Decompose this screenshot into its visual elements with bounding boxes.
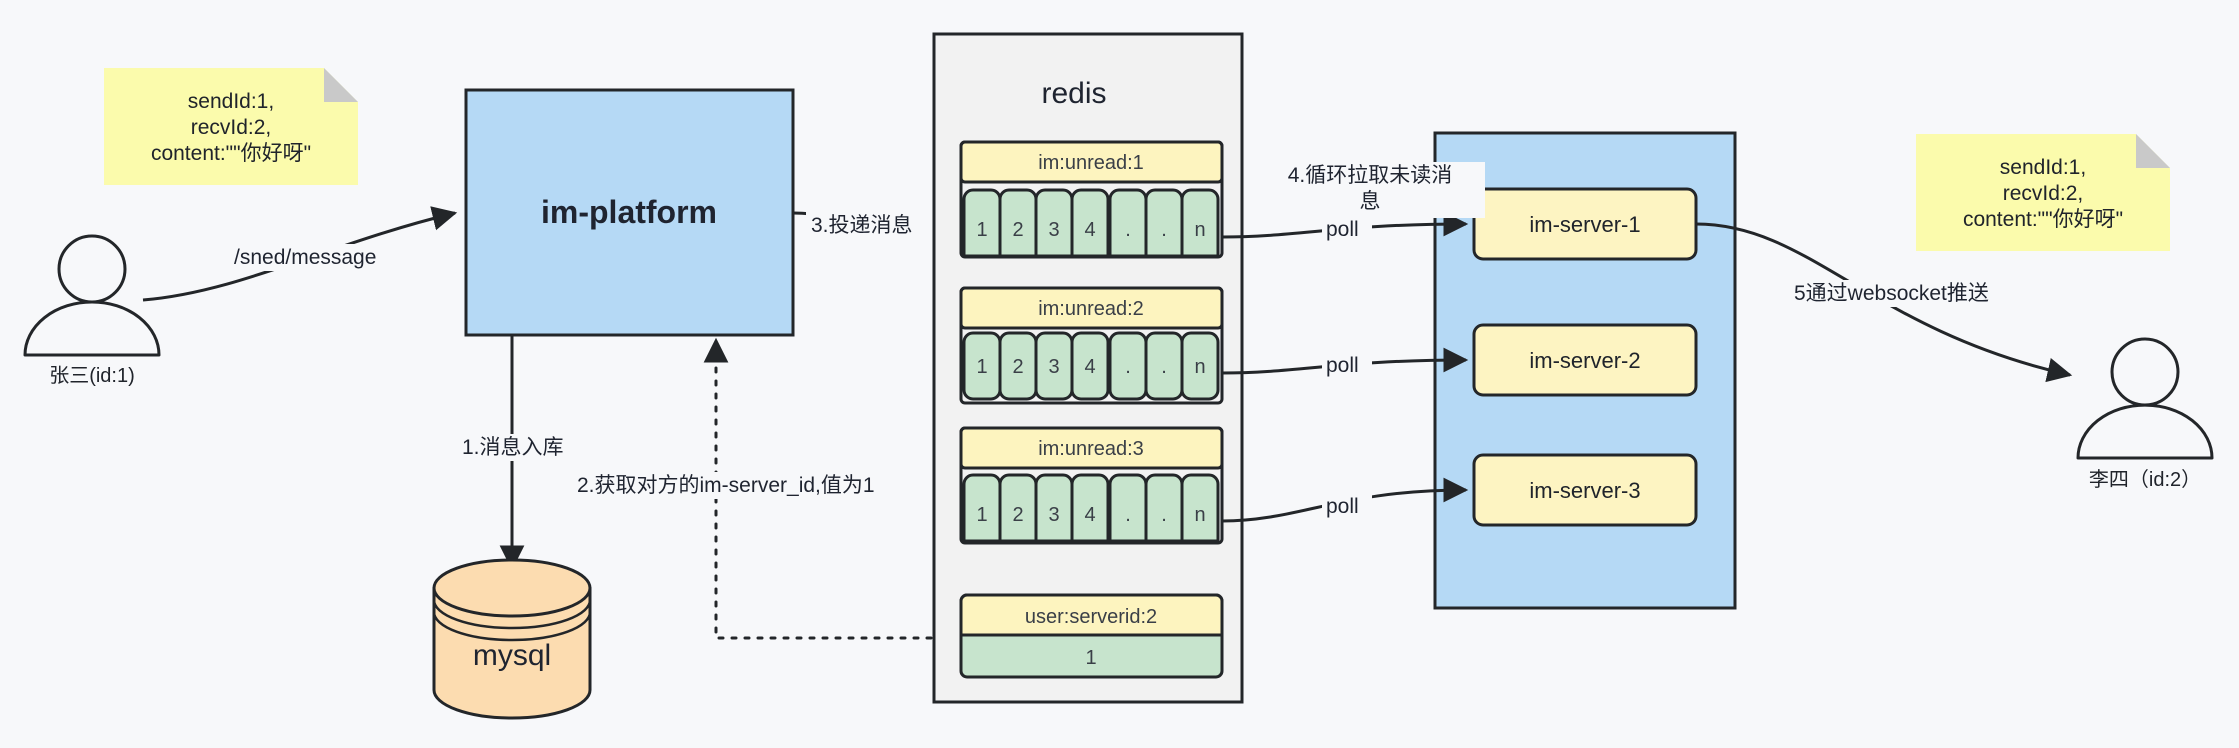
redis-key-block-3[interactable]: im:unread:3 1 2 3 4 . . n xyxy=(959,426,1224,545)
redis-cell: . xyxy=(1125,219,1131,241)
redis-cell: . xyxy=(1161,219,1167,241)
redis-cells-3: 1 2 3 4 . . n xyxy=(962,473,1220,543)
redis-cell: 1 xyxy=(976,504,987,526)
node-im-platform[interactable]: im-platform xyxy=(464,88,795,337)
note-left-line-2: recvId:2, xyxy=(191,116,272,139)
redis-cells-2: 1 2 3 4 . . n xyxy=(962,331,1220,401)
redis-user-serverid-block[interactable]: user:serverid:2 1 xyxy=(959,593,1224,679)
node-redis-label: redis xyxy=(1041,77,1106,110)
redis-cell: . xyxy=(1125,356,1131,378)
note-left: sendId:1, recvId:2, content:""你好呀" xyxy=(104,68,358,185)
redis-user-serverid-value: 1 xyxy=(1085,647,1096,669)
redis-key-label-3: im:unread:3 xyxy=(1038,438,1144,460)
edge-label-poll-1: poll xyxy=(1326,218,1359,241)
redis-user-serverid-key: user:serverid:2 xyxy=(1025,606,1157,628)
node-im-server-3-label: im-server-3 xyxy=(1529,478,1640,503)
node-mysql[interactable]: mysql xyxy=(432,558,592,720)
redis-cell: 3 xyxy=(1048,504,1059,526)
redis-cell: 2 xyxy=(1012,504,1023,526)
edge-step1: 1.消息入库 xyxy=(457,335,589,571)
edge-label-step5: 5通过websocket推送 xyxy=(1794,282,1989,305)
actor-sender: 张三(id:1) xyxy=(23,234,161,387)
note-right-line-1: sendId:1, xyxy=(2000,156,2086,179)
redis-key-block-2[interactable]: im:unread:2 1 2 3 4 . . n xyxy=(959,286,1224,405)
edge-label-poll-2: poll xyxy=(1326,354,1359,377)
redis-cell: 4 xyxy=(1084,219,1095,241)
redis-cell: n xyxy=(1194,504,1205,526)
redis-cell: . xyxy=(1161,504,1167,526)
actor-sender-label: 张三(id:1) xyxy=(49,364,135,387)
actor-receiver-label: 李四（id:2） xyxy=(2089,468,2201,491)
node-im-server-2-label: im-server-2 xyxy=(1529,348,1640,373)
edge-label-step4-line2: 息 xyxy=(1360,190,1381,213)
note-left-line-3: content:""你好呀" xyxy=(151,142,311,165)
node-im-server-3[interactable]: im-server-3 xyxy=(1472,453,1698,527)
redis-cell: 1 xyxy=(976,219,987,241)
edge-label-step2: 2.获取对方的im-server_id,值为1 xyxy=(577,474,875,497)
edge-label-step3: 3.投递消息 xyxy=(811,214,913,237)
redis-cells-1: 1 2 3 4 . . n xyxy=(962,188,1220,258)
edge-step3: 3.投递消息 xyxy=(792,211,959,250)
note-left-line-1: sendId:1, xyxy=(188,90,274,113)
redis-cell: 4 xyxy=(1084,504,1095,526)
edge-step5: 5通过websocket推送 xyxy=(1695,222,2073,383)
edge-label-step4-line1: 4.循环拉取未读消 xyxy=(1288,164,1453,187)
note-right-line-2: recvId:2, xyxy=(2003,182,2084,205)
edge-label-poll-3: poll xyxy=(1326,495,1359,518)
redis-cell: . xyxy=(1161,356,1167,378)
node-mysql-label: mysql xyxy=(473,639,551,672)
node-im-server-1[interactable]: im-server-1 xyxy=(1472,187,1698,261)
redis-cell: 2 xyxy=(1012,219,1023,241)
node-im-server-1-label: im-server-1 xyxy=(1529,212,1640,237)
edge-poll-2: poll xyxy=(1221,347,1469,379)
redis-key-label-2: im:unread:2 xyxy=(1038,298,1144,320)
edge-step2: 2.获取对方的im-server_id,值为1 xyxy=(572,337,959,640)
edge-poll-3: poll xyxy=(1221,477,1469,523)
redis-key-label-1: im:unread:1 xyxy=(1038,152,1144,174)
redis-cell: 4 xyxy=(1084,356,1095,378)
edge-label-step1: 1.消息入库 xyxy=(462,436,564,459)
redis-key-block-1[interactable]: im:unread:1 1 2 3 4 . . n xyxy=(959,140,1224,259)
edge-label-send-message: /sned/message xyxy=(234,246,376,269)
edge-poll-1: 4.循环拉取未读消 息 poll xyxy=(1221,162,1485,243)
note-right: sendId:1, recvId:2, content:""你好呀" xyxy=(1916,134,2170,251)
edge-send-message: /sned/message xyxy=(142,206,458,302)
redis-cell: . xyxy=(1125,504,1131,526)
redis-cell: 3 xyxy=(1048,356,1059,378)
note-right-line-3: content:""你好呀" xyxy=(1963,208,2123,231)
redis-cell: n xyxy=(1194,219,1205,241)
redis-cell: n xyxy=(1194,356,1205,378)
redis-cell: 1 xyxy=(976,356,987,378)
redis-cell: 2 xyxy=(1012,356,1023,378)
redis-cell: 3 xyxy=(1048,219,1059,241)
node-im-platform-label: im-platform xyxy=(541,194,717,230)
node-im-server-2[interactable]: im-server-2 xyxy=(1472,323,1698,397)
actor-receiver: 李四（id:2） xyxy=(2076,337,2214,491)
